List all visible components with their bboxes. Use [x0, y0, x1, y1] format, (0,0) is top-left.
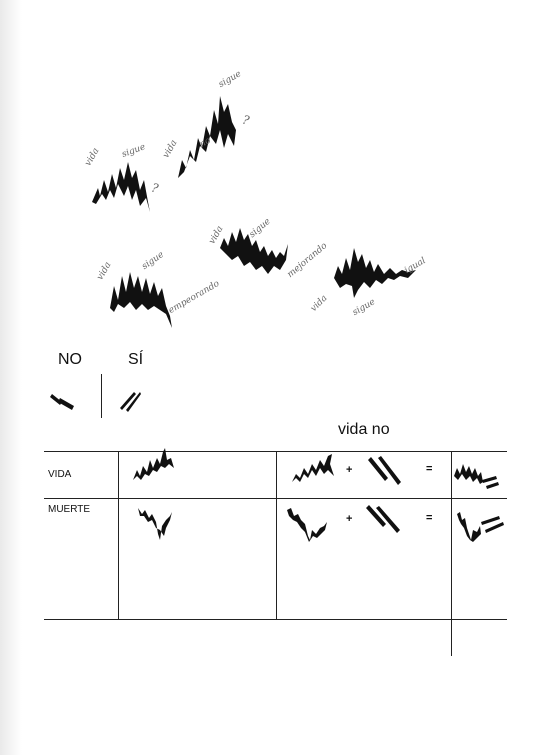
no-mark-vida-icon — [366, 456, 402, 486]
legend-si: SÍ — [128, 351, 143, 369]
row-label-muerte: MUERTE — [48, 504, 90, 515]
jagged-stroke-3 — [108, 268, 174, 330]
muerte-stroke-equation — [285, 506, 329, 544]
muerte-stroke-cell — [136, 506, 174, 542]
handwritten-sigue-2: sigue — [217, 69, 243, 90]
plus-sign-vida: + — [346, 464, 352, 476]
muerte-no-result — [455, 510, 505, 544]
legend-divider — [101, 374, 102, 418]
equals-sign-vida: = — [426, 463, 432, 475]
vida-stroke-equation — [290, 452, 336, 486]
vida-no-result — [452, 458, 500, 492]
plus-sign-muerte: + — [346, 513, 352, 525]
equals-sign-muerte: = — [426, 512, 432, 524]
legend-no: NO — [58, 351, 82, 369]
handwritten-sigue-5: sigue — [351, 297, 377, 318]
jagged-stroke-1 — [90, 150, 160, 215]
no-mark-icon — [50, 390, 76, 412]
vida-stroke-cell — [131, 446, 175, 484]
no-mark-muerte-icon — [364, 504, 402, 534]
handwritten-empeorando: empeorando — [167, 279, 221, 316]
table-col-divider-2 — [276, 451, 277, 619]
handwritten-vida-5: vida — [309, 293, 330, 314]
table-col-divider-1 — [118, 451, 119, 619]
table-header-vida-no: vida no — [338, 421, 390, 439]
table-line-bottom — [44, 619, 507, 620]
si-mark-icon — [118, 386, 142, 412]
handwritten-question-2: ? — [241, 112, 251, 127]
page-edge — [0, 0, 22, 755]
handwritten-mejorando: mejorando — [286, 241, 330, 280]
row-label-vida: VIDA — [48, 469, 71, 480]
